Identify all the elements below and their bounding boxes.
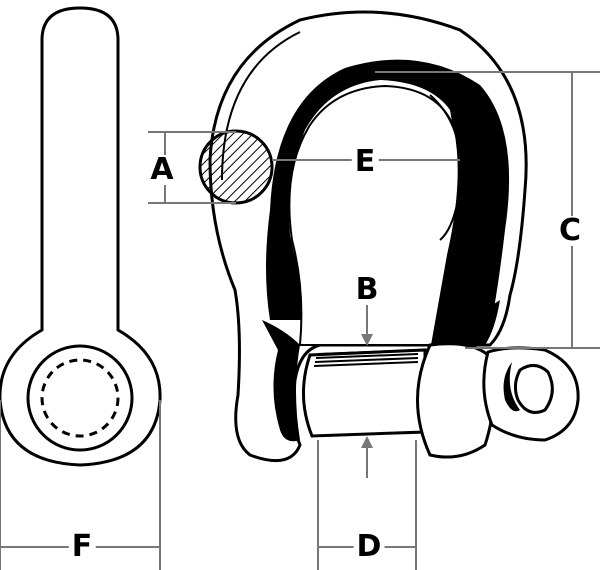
dimension-label-a: A — [147, 155, 177, 185]
pin-thread — [313, 349, 419, 367]
pin-eye-hole — [513, 364, 554, 414]
dimension-label-c: C — [555, 216, 585, 246]
bow-opening — [288, 84, 460, 346]
dimension-arrowheads — [361, 334, 373, 448]
pin-shaft — [302, 348, 427, 438]
shackle-side-view — [0, 6, 162, 467]
left-leg-shadow — [262, 320, 300, 442]
side-view-pin-boss — [26, 344, 134, 452]
dimension-label-f: F — [68, 532, 96, 562]
bow-cross-section — [198, 129, 274, 205]
d-arrowhead — [361, 436, 373, 448]
pin-eye-shadow — [503, 362, 520, 412]
dimension-label-b: B — [352, 275, 382, 305]
bow-inner-shadow — [266, 59, 510, 345]
dimension-label-e: E — [351, 147, 379, 177]
shackle-front-view — [198, 10, 580, 463]
side-view-outline — [0, 6, 162, 467]
right-leg-shadow — [430, 300, 500, 345]
side-view-pin-hidden — [40, 358, 120, 438]
bow-inner-highlight — [429, 94, 462, 241]
dimension-label-d: D — [353, 532, 385, 562]
b-arrowhead — [361, 334, 373, 346]
pin-collar — [416, 342, 495, 459]
